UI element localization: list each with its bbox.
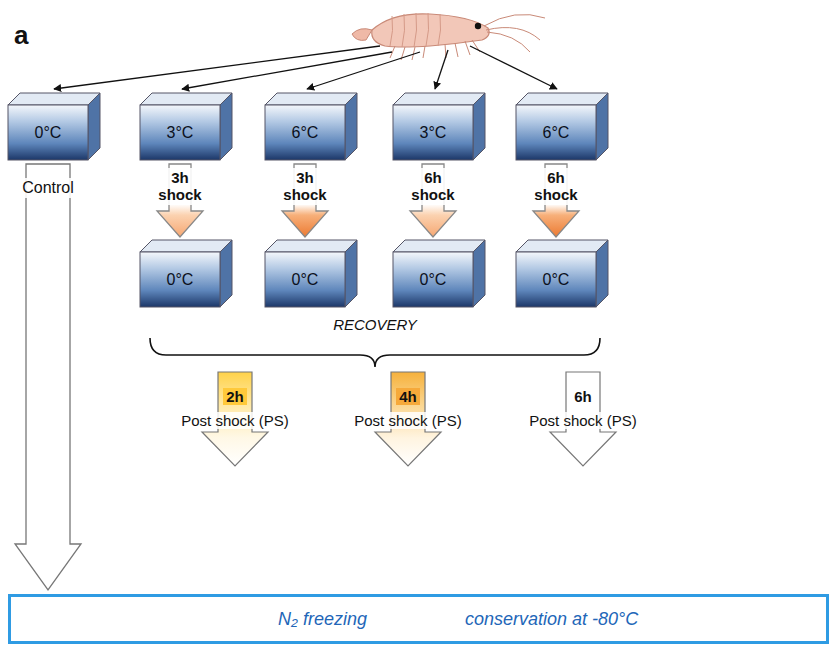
distribution-line	[182, 52, 392, 89]
shock-label: 6h shock	[531, 168, 581, 205]
shock-label: 3h shock	[280, 168, 330, 205]
shock-arrow	[157, 164, 203, 237]
post-shock-arrow	[375, 372, 441, 466]
storage-band: N₂ freezing conservation at -80°C	[8, 594, 829, 644]
temperature-tank: 6°C	[516, 105, 596, 160]
temperature-tank: 6°C	[265, 105, 345, 160]
control-label: Control	[20, 178, 76, 198]
time-label: 2h	[223, 388, 247, 405]
temperature-tank: 3°C	[393, 105, 473, 160]
temperature-label: 3°C	[420, 124, 447, 142]
storage-step: conservation at -80°C	[465, 609, 638, 630]
recovery-label: RECOVERY	[333, 316, 417, 333]
temperature-tank: 3°C	[140, 105, 220, 160]
distribution-line	[470, 46, 557, 89]
temperature-label: 0°C	[543, 271, 570, 289]
time-label: 6h	[571, 388, 595, 405]
temperature-tank: 0°C	[140, 252, 220, 307]
storage-step: N₂ freezing	[278, 609, 367, 630]
post-shock-arrow	[550, 372, 616, 466]
distribution-lines	[54, 46, 557, 89]
post-shock-label: Post shock (PS)	[351, 412, 465, 429]
temperature-label: 6°C	[292, 124, 319, 142]
shock-arrow	[410, 164, 456, 237]
post-shock-label: Post shock (PS)	[526, 412, 640, 429]
temperature-label: 0°C	[420, 271, 447, 289]
shock-arrow	[533, 164, 579, 237]
panel-letter: a	[14, 20, 28, 51]
shock-label: 3h shock	[155, 168, 205, 205]
temperature-label: 0°C	[35, 124, 62, 142]
temperature-label: 0°C	[167, 271, 194, 289]
post-shock-label: Post shock (PS)	[178, 412, 292, 429]
recovery-bracket	[150, 338, 600, 367]
control-arrow	[15, 164, 81, 590]
temperature-tank: 0°C	[265, 252, 345, 307]
shrimp-illustration	[352, 13, 545, 60]
temperature-label: 6°C	[543, 124, 570, 142]
temperature-tank: 0°C	[516, 252, 596, 307]
shock-label: 6h shock	[408, 168, 458, 205]
post-shock-arrow	[202, 372, 268, 466]
temperature-label: 3°C	[167, 124, 194, 142]
temperature-label: 0°C	[292, 271, 319, 289]
distribution-line	[307, 52, 420, 89]
distribution-line	[435, 50, 448, 89]
temperature-tank: 0°C	[8, 105, 88, 160]
temperature-tank: 0°C	[393, 252, 473, 307]
shock-arrow	[282, 164, 328, 237]
time-label: 4h	[396, 388, 420, 405]
